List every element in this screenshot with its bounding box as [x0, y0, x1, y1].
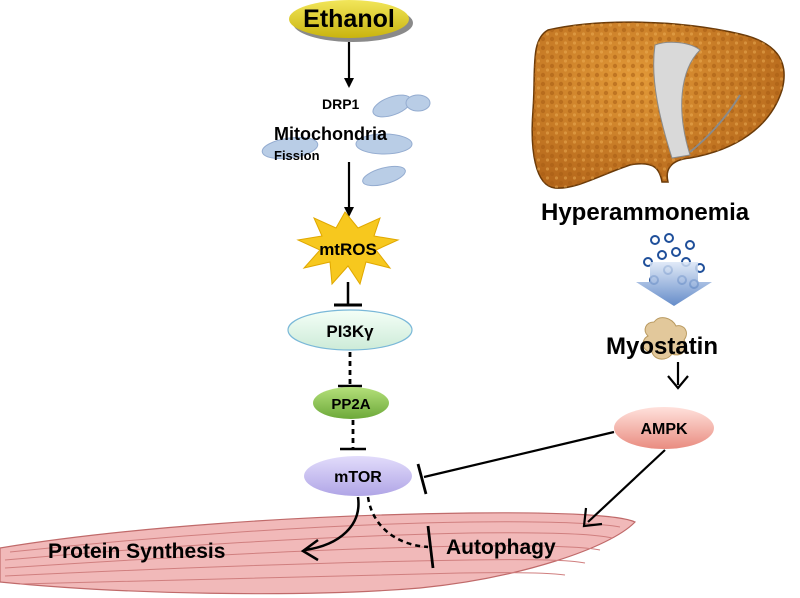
ethanol-node — [289, 0, 409, 38]
ampk-node — [614, 407, 714, 449]
pp2a-node — [313, 387, 389, 419]
down-arrow-icon — [636, 262, 712, 306]
mitochondria-label: Mitochondria — [274, 124, 388, 144]
ethanol-label: Ethanol — [303, 5, 395, 33]
inhibit-ampk-mtor — [423, 430, 615, 479]
pp2a-label: PP2A — [331, 396, 370, 413]
myostatin-protein-icon — [642, 317, 687, 360]
autophagy-label: Autophagy — [446, 536, 556, 559]
muscle-fiber-icon — [0, 512, 637, 595]
hyperammonemia-label: Hyperammonemia — [541, 199, 750, 226]
pi3k-node — [287, 309, 413, 351]
inhibit-bar-autophagy — [426, 525, 435, 569]
mtor-label: mTOR — [334, 469, 382, 486]
inhibit-mtor-autophagy — [366, 496, 429, 549]
mitochondria-icon — [261, 94, 431, 187]
inhibit-bar-ampk-mtor — [416, 463, 428, 495]
arrow-ampk-autophagy — [587, 449, 666, 523]
arrow-mtor-protein-synthesis — [304, 496, 360, 552]
fission-label: Fission — [274, 148, 320, 163]
mtor-node — [304, 456, 412, 496]
ampk-label: AMPK — [640, 421, 688, 438]
mtros-burst-icon — [296, 211, 400, 286]
mtros-label: mtROS — [319, 240, 377, 259]
drp1-label: DRP1 — [322, 96, 360, 112]
liver-icon — [531, 21, 785, 189]
protein-synthesis-label: Protein Synthesis — [48, 540, 225, 563]
myostatin-label: Myostatin — [606, 333, 718, 360]
pi3k-label: PI3Kγ — [326, 322, 374, 341]
